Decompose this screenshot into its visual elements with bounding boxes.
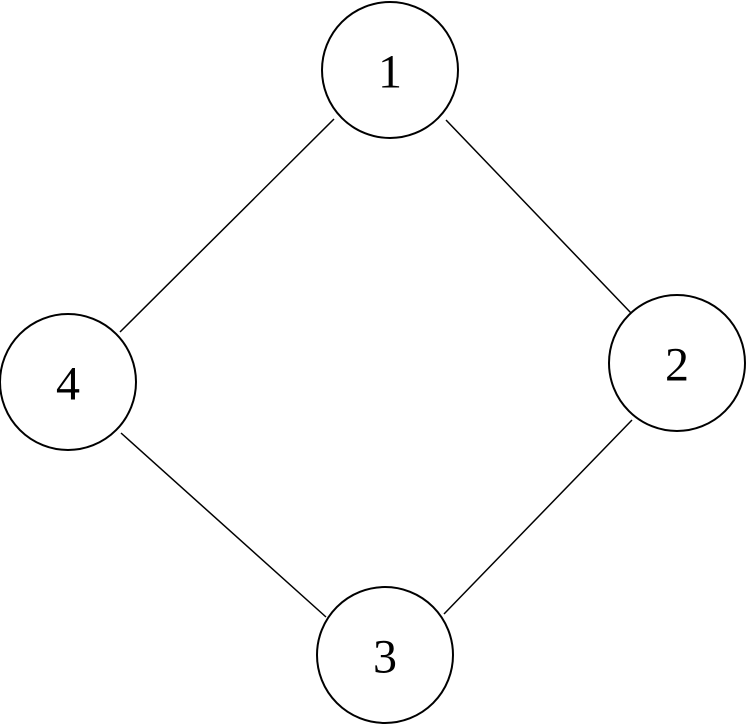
node-3-circle xyxy=(316,586,454,724)
node-1: 1 xyxy=(321,1,459,139)
node-2-label: 2 xyxy=(665,339,689,392)
edge-1-2 xyxy=(445,119,632,314)
node-3-label: 3 xyxy=(373,631,397,684)
node-4-circle xyxy=(0,313,137,451)
node-1-label: 1 xyxy=(378,46,402,99)
node-3: 3 xyxy=(316,586,454,724)
node-1-circle xyxy=(321,1,459,139)
node-2-circle xyxy=(608,294,746,432)
node-4: 4 xyxy=(0,313,137,451)
node-2: 2 xyxy=(608,294,746,432)
edge-2-3 xyxy=(443,419,633,615)
node-4-label: 4 xyxy=(56,358,80,411)
edge-3-4 xyxy=(120,432,327,618)
edge-4-1 xyxy=(119,118,335,333)
edges xyxy=(119,118,633,618)
